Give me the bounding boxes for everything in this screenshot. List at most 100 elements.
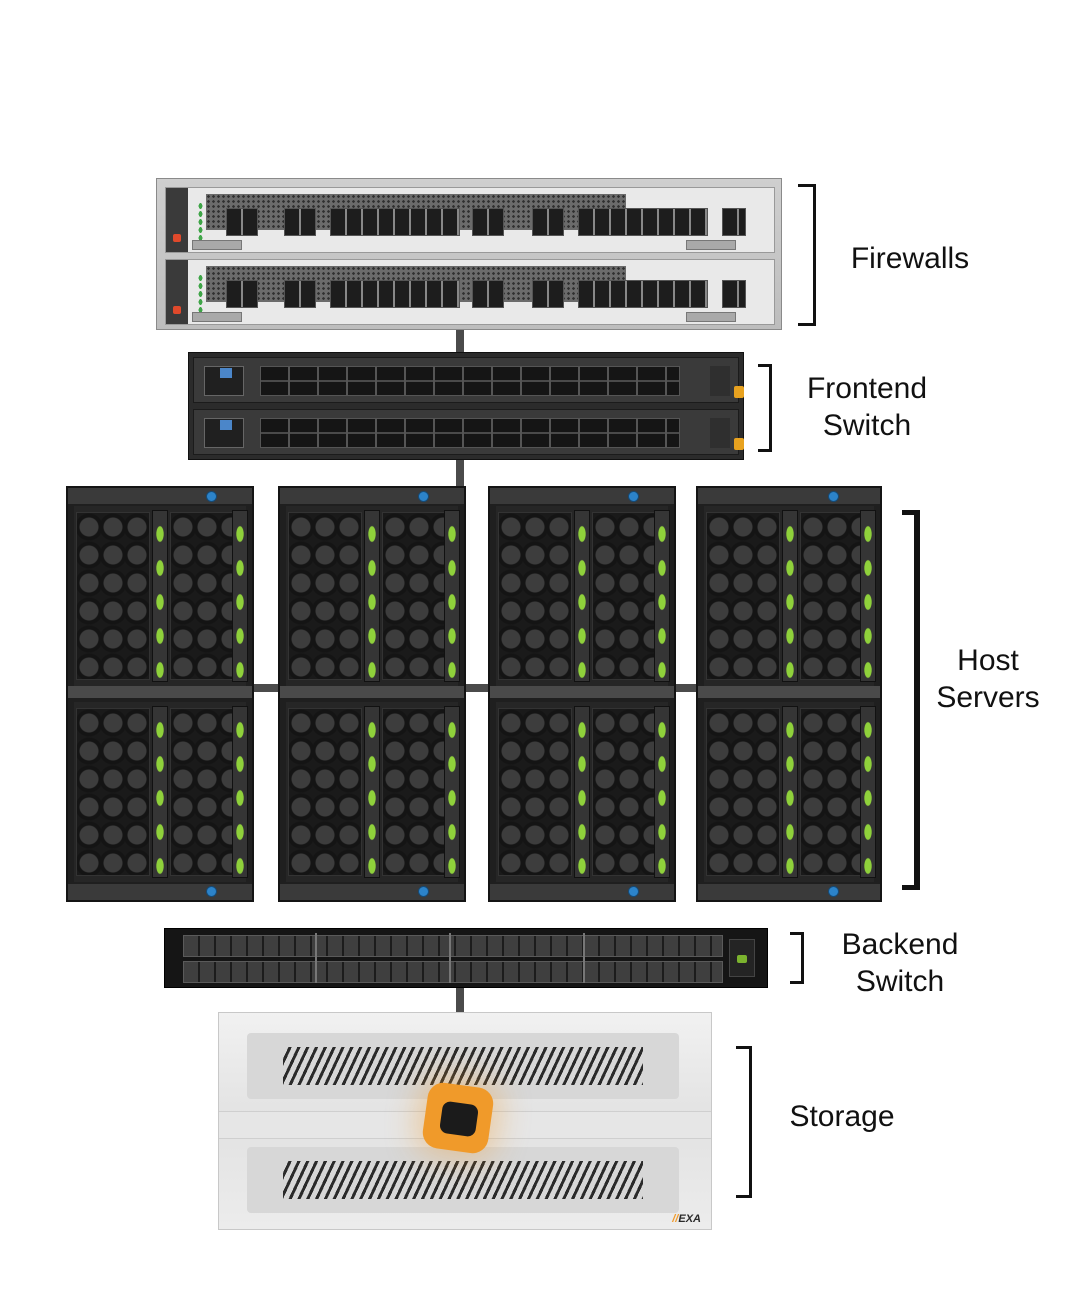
storage-vent-bottom <box>247 1147 679 1213</box>
firewall-brand-icon <box>173 234 181 242</box>
fan-array-icon <box>288 708 362 876</box>
frontend-switch-label-line1: Frontend <box>806 372 928 405</box>
port-group <box>284 280 316 308</box>
port-group <box>532 208 564 236</box>
vendor-logo-icon <box>737 955 747 963</box>
drive-slot <box>654 510 670 682</box>
host-server-3 <box>488 486 676 902</box>
connector-server-3-4 <box>672 684 700 692</box>
drive-slot <box>232 706 248 878</box>
storage-array: //EXA <box>218 1012 712 1230</box>
server-divider <box>280 686 464 698</box>
frontend-switch <box>188 352 744 460</box>
screw-icon <box>628 886 639 897</box>
connector-server-1-2 <box>252 684 282 692</box>
frontend-switch-unit-2 <box>193 409 744 455</box>
backend-switch-label-line1: Backend <box>841 928 959 961</box>
drive-slot <box>574 510 590 682</box>
server-sled-bottom <box>286 702 460 882</box>
server-top-bar <box>68 488 252 504</box>
port-group <box>578 280 708 308</box>
handle-rail <box>192 240 242 250</box>
fan-array-icon <box>382 512 456 680</box>
fan-array-icon <box>76 708 150 876</box>
fan-array-icon <box>706 512 780 680</box>
fan-array-icon <box>498 512 572 680</box>
drive-slot <box>444 706 460 878</box>
screw-icon <box>206 886 217 897</box>
storage-brand: //EXA <box>672 1213 701 1225</box>
fan-array-icon <box>592 708 666 876</box>
switch-brand-tag <box>710 366 730 396</box>
port-group <box>722 280 746 308</box>
port-group <box>722 208 746 236</box>
port-group <box>330 208 460 236</box>
port-group <box>284 208 316 236</box>
screw-icon <box>418 886 429 897</box>
fan-array-icon <box>592 512 666 680</box>
server-divider <box>698 686 880 698</box>
server-sled-bottom <box>704 702 876 882</box>
handle-rail <box>686 240 736 250</box>
handle-rail <box>686 312 736 322</box>
backend-switch-label-line2: Switch <box>855 965 945 998</box>
backend-port-row-2 <box>183 961 723 983</box>
server-sled-bottom <box>496 702 670 882</box>
fan-array-icon <box>170 512 244 680</box>
drive-slot <box>152 510 168 682</box>
frontend-switch-label: Frontend Switch <box>790 370 944 444</box>
firewall-brand-icon <box>173 306 181 314</box>
server-bottom-bar <box>698 884 880 900</box>
drive-slot <box>444 510 460 682</box>
vent-slats <box>283 1161 643 1199</box>
server-top-bar <box>698 488 880 504</box>
storage-label-text: Storage <box>789 1100 895 1133</box>
host-servers-label-line2: Servers <box>936 681 1040 714</box>
port-group <box>226 208 258 236</box>
server-divider <box>490 686 674 698</box>
port-group <box>532 280 564 308</box>
backend-switch-bracket <box>790 932 804 984</box>
firewall-brand-strip <box>166 188 188 252</box>
drive-slot <box>152 706 168 878</box>
firewall-unit-2 <box>165 259 775 325</box>
drive-slot <box>860 706 876 878</box>
port-group <box>472 208 504 236</box>
drive-slot <box>364 510 380 682</box>
server-bottom-bar <box>280 884 464 900</box>
drive-slot <box>782 706 798 878</box>
port-group <box>578 208 708 236</box>
firewall-stack <box>156 178 782 330</box>
drive-slot <box>232 510 248 682</box>
server-top-bar <box>280 488 464 504</box>
drive-slot <box>364 706 380 878</box>
server-sled-top <box>74 506 248 686</box>
drive-slot <box>654 706 670 878</box>
status-led-icon <box>198 274 203 312</box>
connector-server-2-3 <box>462 684 492 692</box>
storage-brand-text: EXA <box>678 1213 701 1225</box>
fan-array-icon <box>498 708 572 876</box>
host-servers-label: Host Servers <box>926 642 1050 716</box>
frontend-switch-bracket <box>758 364 772 452</box>
drive-slot <box>574 706 590 878</box>
switch-brand-tag <box>710 418 730 448</box>
frontend-switch-unit-1 <box>193 357 744 403</box>
screw-icon <box>206 491 217 502</box>
fan-array-icon <box>288 512 362 680</box>
server-top-bar <box>490 488 674 504</box>
release-tab-icon <box>734 438 744 450</box>
storage-brand-mark: // <box>672 1213 679 1225</box>
handle-rail <box>192 312 242 322</box>
switch-ports <box>260 366 680 396</box>
backend-switch <box>164 928 768 988</box>
storage-label: Storage <box>776 1098 908 1135</box>
server-sled-top <box>286 506 460 686</box>
firewalls-label-text: Firewalls <box>850 242 970 275</box>
server-sled-bottom <box>74 702 248 882</box>
firewalls-label: Firewalls <box>840 240 980 277</box>
host-server-2 <box>278 486 466 902</box>
frontend-switch-label-line2: Switch <box>822 409 912 442</box>
connector-firewall-frontend <box>456 328 464 354</box>
usb-port-icon <box>220 420 232 430</box>
